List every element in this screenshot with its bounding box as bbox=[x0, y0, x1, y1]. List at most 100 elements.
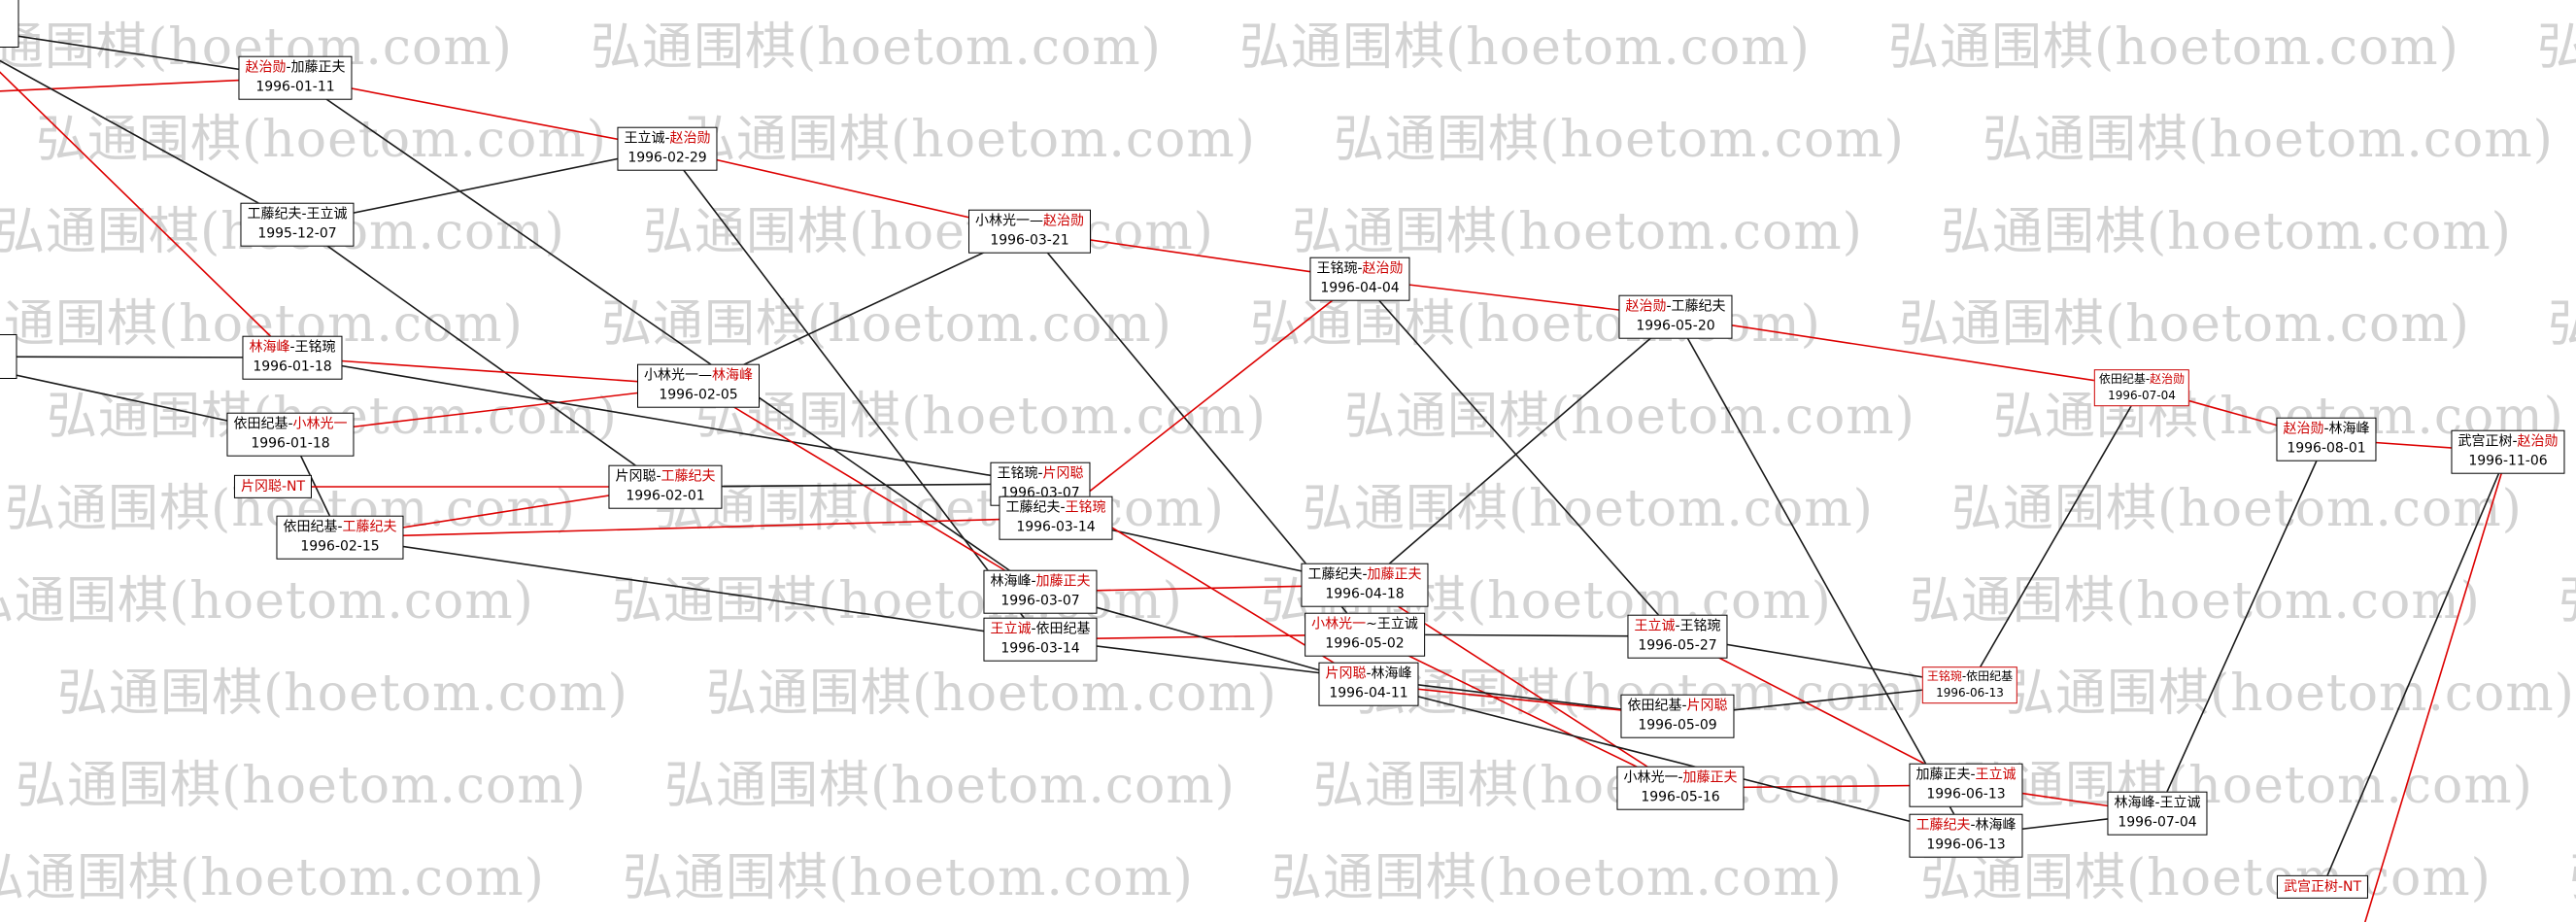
match-connector-line bbox=[2364, 451, 2509, 922]
player-separator: - bbox=[2154, 795, 2160, 811]
match-connector-line bbox=[666, 148, 1041, 640]
player-separator: - bbox=[1037, 465, 1043, 482]
watermark-text: 弘通围棋(hoetom.com) bbox=[1910, 572, 2481, 631]
game-date: 1996-01-18 bbox=[251, 436, 330, 452]
player-name: 加藤正夫 bbox=[1915, 767, 1971, 783]
player-name: 武宫正树 bbox=[2457, 433, 2513, 450]
game-players: 武宫正树-NT bbox=[2284, 879, 2361, 895]
player-separator: - bbox=[1357, 260, 1363, 277]
game-node[interactable]: 依田纪基-赵治勋 1996-07-04 bbox=[2093, 369, 2190, 406]
player-name: 加藤正夫 bbox=[1682, 769, 1738, 786]
watermark-text: 弘通围棋(hoetom.com) bbox=[1951, 480, 2523, 538]
match-connector-line bbox=[1677, 635, 1967, 786]
player-name: 林海峰 bbox=[712, 367, 753, 384]
player-separator: - bbox=[1678, 769, 1683, 786]
player-separator: — bbox=[698, 367, 712, 384]
watermark-text: 弘通围棋(hoetom.com) bbox=[591, 18, 1162, 77]
game-players: 小林光一—赵治勋 bbox=[975, 214, 1084, 229]
game-node[interactable]: 武宫正树-NT bbox=[2276, 874, 2369, 900]
player-name: 林海峰 bbox=[990, 573, 1032, 590]
game-node[interactable]: 工藤纪夫-王铭琬 1996-03-14 bbox=[999, 495, 1113, 540]
game-date: 1996-03-14 bbox=[1016, 520, 1096, 535]
player-name: 王立诚 bbox=[624, 130, 665, 147]
game-players: 赵治勋-加藤正夫 bbox=[245, 60, 345, 76]
game-date: 1996-05-27 bbox=[1638, 638, 1717, 654]
player-name: 赵治勋 bbox=[245, 59, 287, 76]
match-connector-line bbox=[1675, 316, 1967, 837]
player-separator: - bbox=[2512, 433, 2518, 450]
watermark-text: 弘通围棋(hoetom.com) bbox=[1313, 757, 1884, 815]
player-name: 赵治勋 bbox=[1362, 260, 1404, 277]
player-name: 王铭琬 bbox=[1316, 260, 1358, 277]
player-name: 依田纪基 bbox=[233, 416, 288, 432]
game-node[interactable]: 片冈聪-NT bbox=[233, 474, 313, 499]
player-name: 王立诚 bbox=[1975, 767, 2017, 783]
player-name: 片冈聪 bbox=[1325, 666, 1367, 682]
player-separator: - bbox=[1366, 666, 1372, 682]
watermark-text: 弘通围棋(hoetom.com) bbox=[1983, 111, 2554, 169]
game-date: 1996-01-18 bbox=[253, 359, 332, 375]
player-separator: - bbox=[1031, 573, 1036, 590]
player-name: 小林光一 bbox=[644, 367, 698, 384]
player-name: 王立诚 bbox=[306, 206, 348, 222]
game-date: 1996-08-01 bbox=[2287, 441, 2366, 457]
player-name: 片冈聪 bbox=[1686, 698, 1728, 714]
player-name: 依田纪基 bbox=[283, 519, 338, 535]
game-date: 1996-07-04 bbox=[2108, 389, 2176, 402]
player-name: 林海峰 bbox=[249, 339, 290, 356]
game-node[interactable]: 片冈聪-林海峰 1996-04-11 bbox=[1318, 662, 1419, 706]
player-separator: - bbox=[1675, 618, 1680, 634]
player-name: 赵治勋 bbox=[669, 130, 711, 147]
game-date: 1996-03-14 bbox=[1000, 641, 1080, 657]
match-connector-line bbox=[697, 230, 1031, 387]
game-date: 1996-05-16 bbox=[1641, 790, 1720, 805]
player-separator: - bbox=[288, 416, 293, 432]
player-separator: - bbox=[1970, 817, 1976, 834]
game-date: 1996-11-06 bbox=[2468, 454, 2548, 469]
player-name: 王铭琬 bbox=[1065, 499, 1106, 516]
player-separator: - bbox=[281, 478, 288, 495]
player-name: 王立诚 bbox=[990, 621, 1032, 637]
player-name: 加藤正夫 bbox=[290, 59, 346, 76]
game-date: 1996-02-01 bbox=[626, 489, 705, 504]
game-date: 1996-04-11 bbox=[1329, 686, 1408, 701]
player-separator: - bbox=[1031, 621, 1036, 637]
match-connector-line bbox=[291, 357, 699, 387]
game-date: 1996-05-20 bbox=[1636, 319, 1715, 334]
game-players: 工藤纪夫-王铭琬 bbox=[1005, 500, 1105, 516]
game-players: 小林光一~王立诚 bbox=[1311, 617, 1418, 632]
game-players: 片冈聪-林海峰 bbox=[1325, 666, 1411, 682]
player-name: 片冈聪 bbox=[240, 478, 282, 495]
game-players: 林海峰-加藤正夫 bbox=[990, 574, 1090, 590]
game-players: 依田纪基-赵治勋 bbox=[2099, 372, 2185, 386]
game-players: 王铭琬-片冈聪 bbox=[997, 466, 1083, 482]
match-connector-line bbox=[0, 71, 293, 359]
match-connector-line bbox=[294, 77, 1041, 593]
